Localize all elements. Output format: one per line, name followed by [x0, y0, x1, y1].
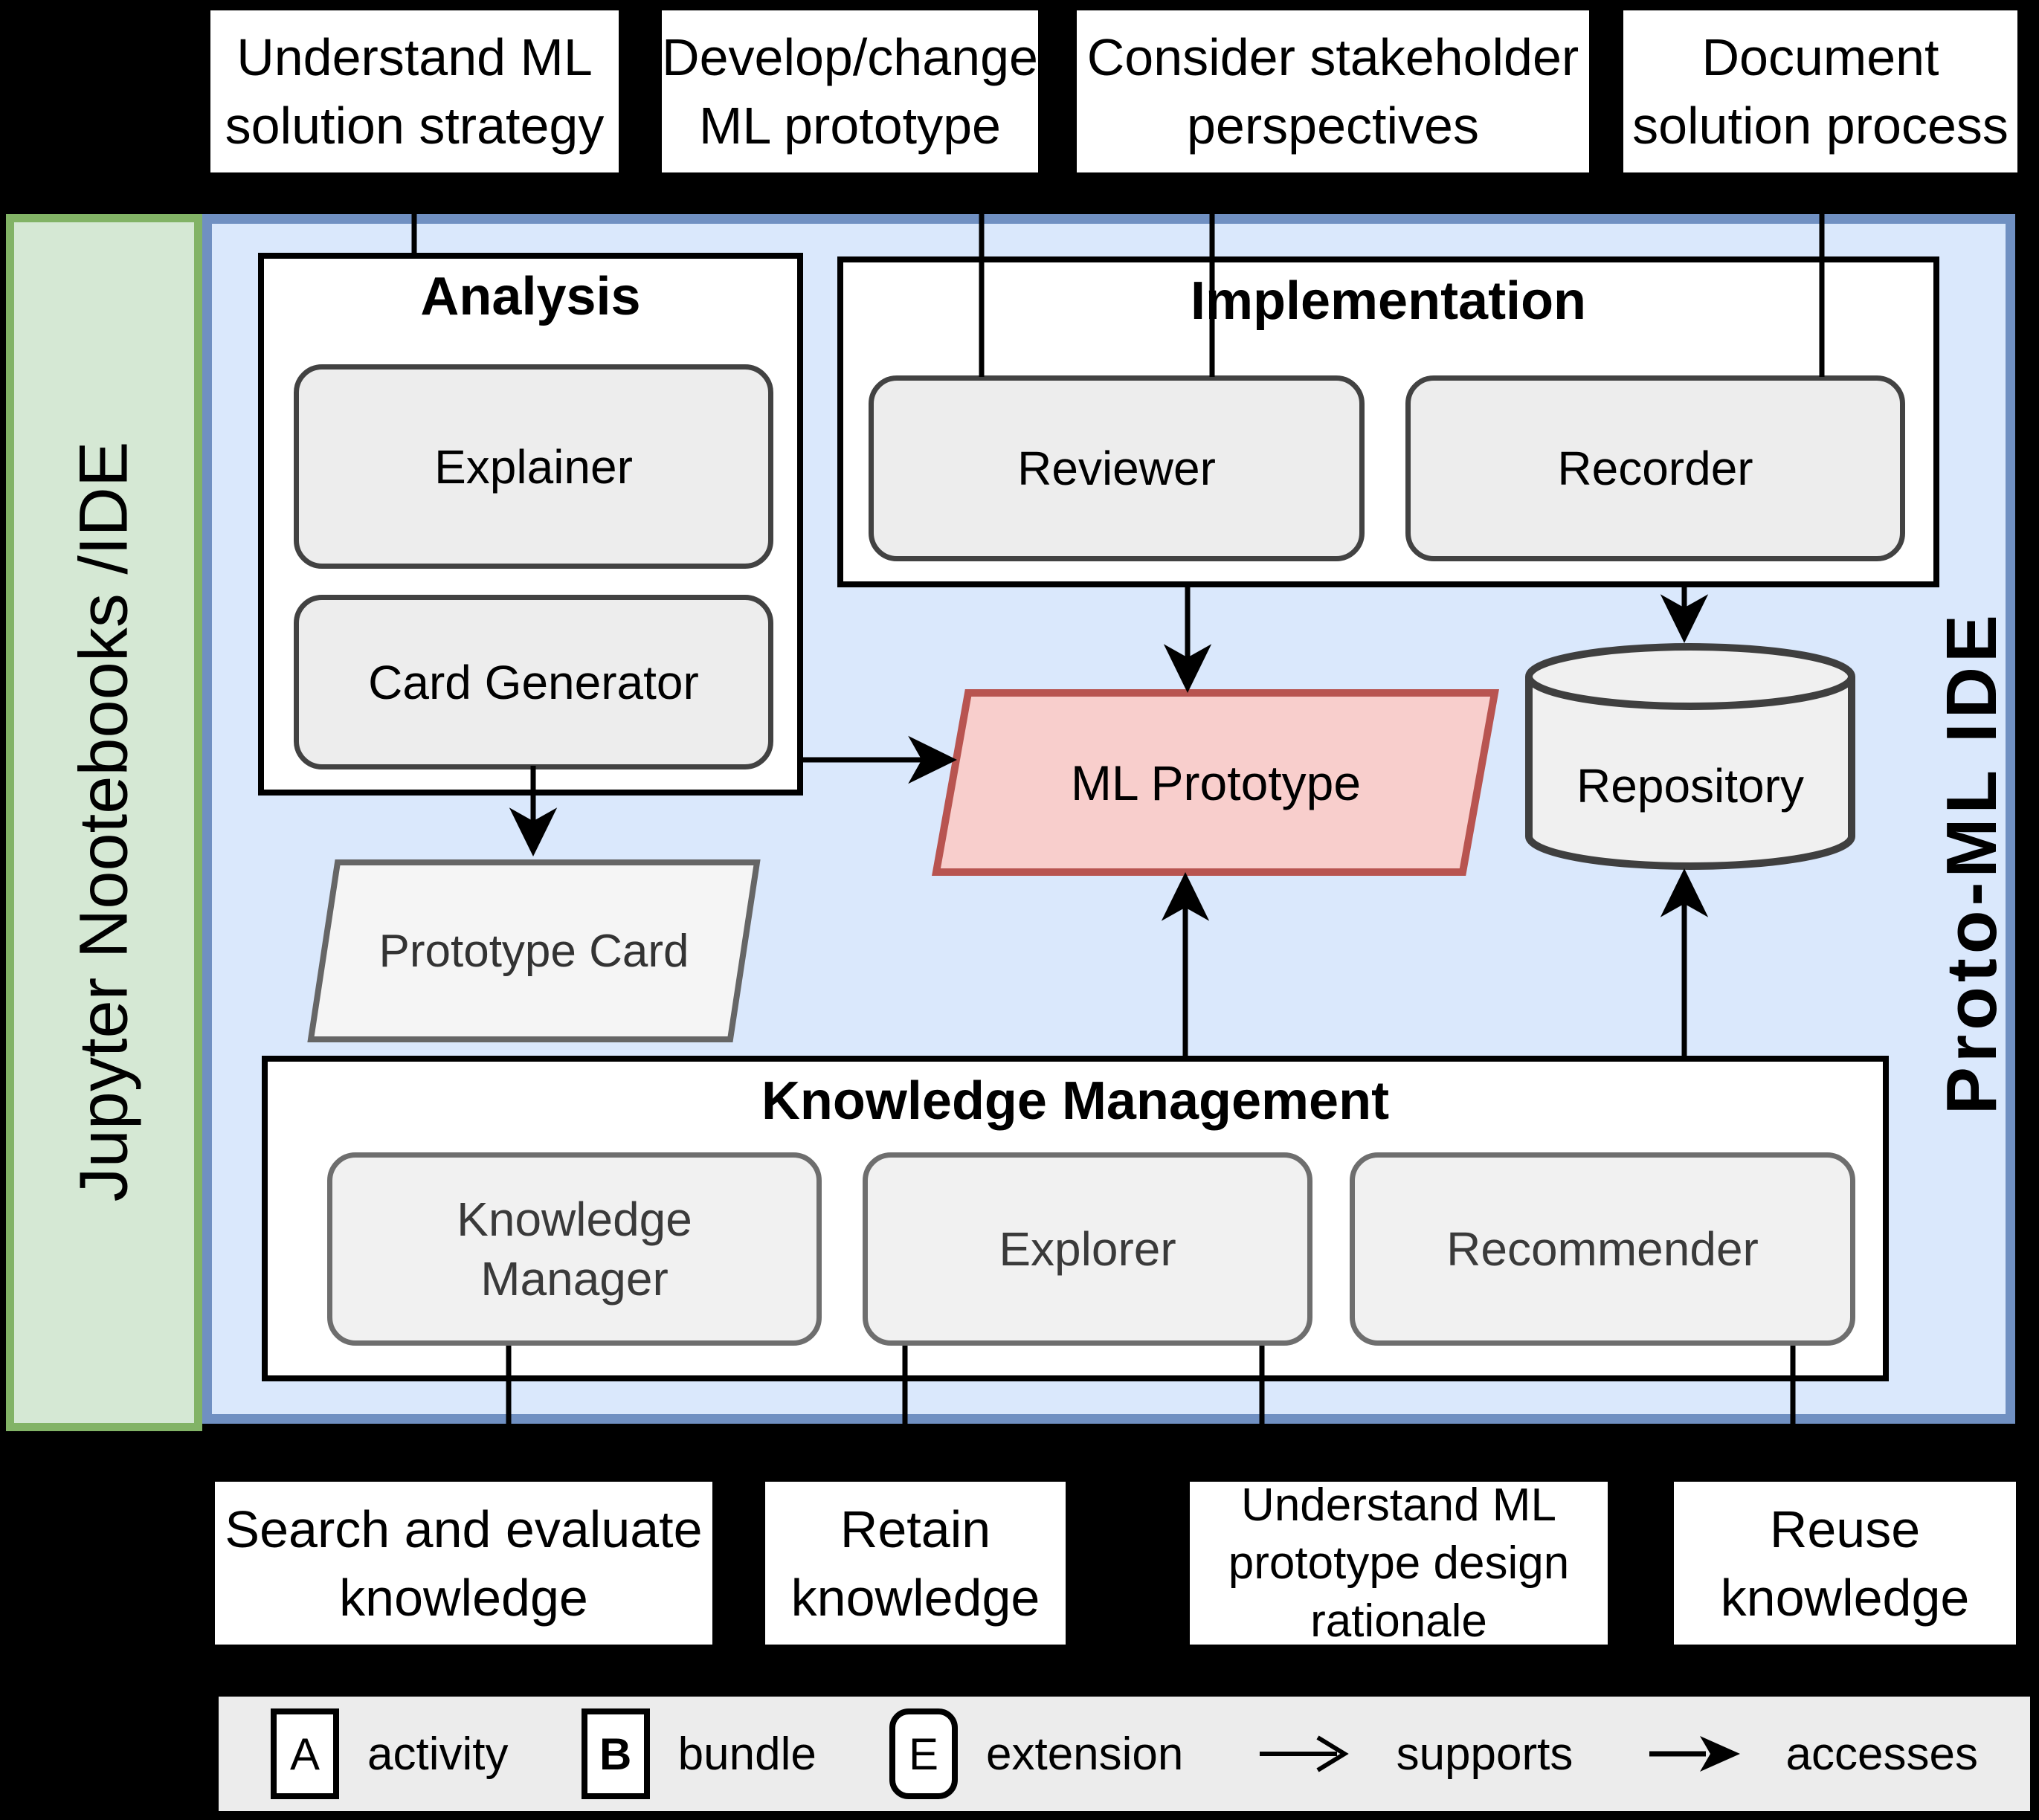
- extension-reviewer: Reviewer: [869, 375, 1365, 561]
- activity-search-and-evaluate-knowledge: Search and evaluate knowledge: [209, 1476, 718, 1650]
- extension-symbol: E: [889, 1708, 958, 1799]
- legend-extension: E extension: [889, 1708, 1183, 1799]
- repository-label: Repository: [1576, 759, 1804, 813]
- activity-consider-stakeholder-perspectives: Consider stakeholder perspectives: [1071, 4, 1595, 178]
- accesses-arrow-icon: [1649, 1736, 1740, 1772]
- accesses-legend-label: accesses: [1785, 1728, 1978, 1780]
- activity-reuse-knowledge: Reuse knowledge: [1668, 1476, 2022, 1650]
- proto-ml-ide-label: Proto-ML IDE: [1932, 610, 2011, 1115]
- extension-recorder: Recorder: [1405, 375, 1905, 561]
- jupyter-notebooks-panel: [6, 214, 202, 1431]
- extension-knowledge-manager: Knowledge Manager: [327, 1152, 822, 1346]
- legend-supports: supports: [1257, 1728, 1573, 1781]
- legend-bundle: B bundle: [581, 1708, 816, 1799]
- supports-arrow-icon: [1259, 1735, 1349, 1772]
- legend-accesses: accesses: [1646, 1728, 1978, 1781]
- legend-activity: A activity: [271, 1708, 508, 1799]
- extension-legend-label: extension: [985, 1728, 1184, 1780]
- activity-symbol: A: [271, 1708, 339, 1799]
- activity-develop-change-ml-prototype: Develop/change ML prototype: [656, 4, 1044, 178]
- activity-understand-ml-prototype-design-rationale: Understand ML prototype design rationale: [1184, 1476, 1614, 1650]
- bundle-symbol: B: [581, 1708, 650, 1799]
- activity-retain-knowledge: Retain knowledge: [759, 1476, 1072, 1650]
- activity-understand-ml-solution-strategy: Understand ML solution strategy: [204, 4, 625, 178]
- activity-legend-label: activity: [367, 1728, 509, 1780]
- extension-recommender: Recommender: [1350, 1152, 1855, 1346]
- analysis-title: Analysis: [420, 267, 641, 326]
- legend: A activity B bundle E extension supports…: [214, 1692, 2035, 1816]
- supports-legend-label: supports: [1396, 1728, 1573, 1780]
- jupyter-notebooks-label: Jupyter Nootebooks /IDE: [65, 441, 142, 1202]
- prototype-card-label: Prototype Card: [379, 925, 689, 977]
- extension-explorer: Explorer: [863, 1152, 1312, 1346]
- ml-prototype-label: ML Prototype: [1070, 755, 1362, 810]
- knowledge-management-title: Knowledge Management: [761, 1071, 1390, 1131]
- implementation-title: Implementation: [1190, 271, 1587, 331]
- activity-document-solution-process: Document solution process: [1617, 4, 2023, 178]
- extension-explainer: Explainer: [294, 364, 773, 569]
- bundle-legend-label: bundle: [677, 1728, 816, 1780]
- extension-card-generator: Card Generator: [294, 595, 773, 769]
